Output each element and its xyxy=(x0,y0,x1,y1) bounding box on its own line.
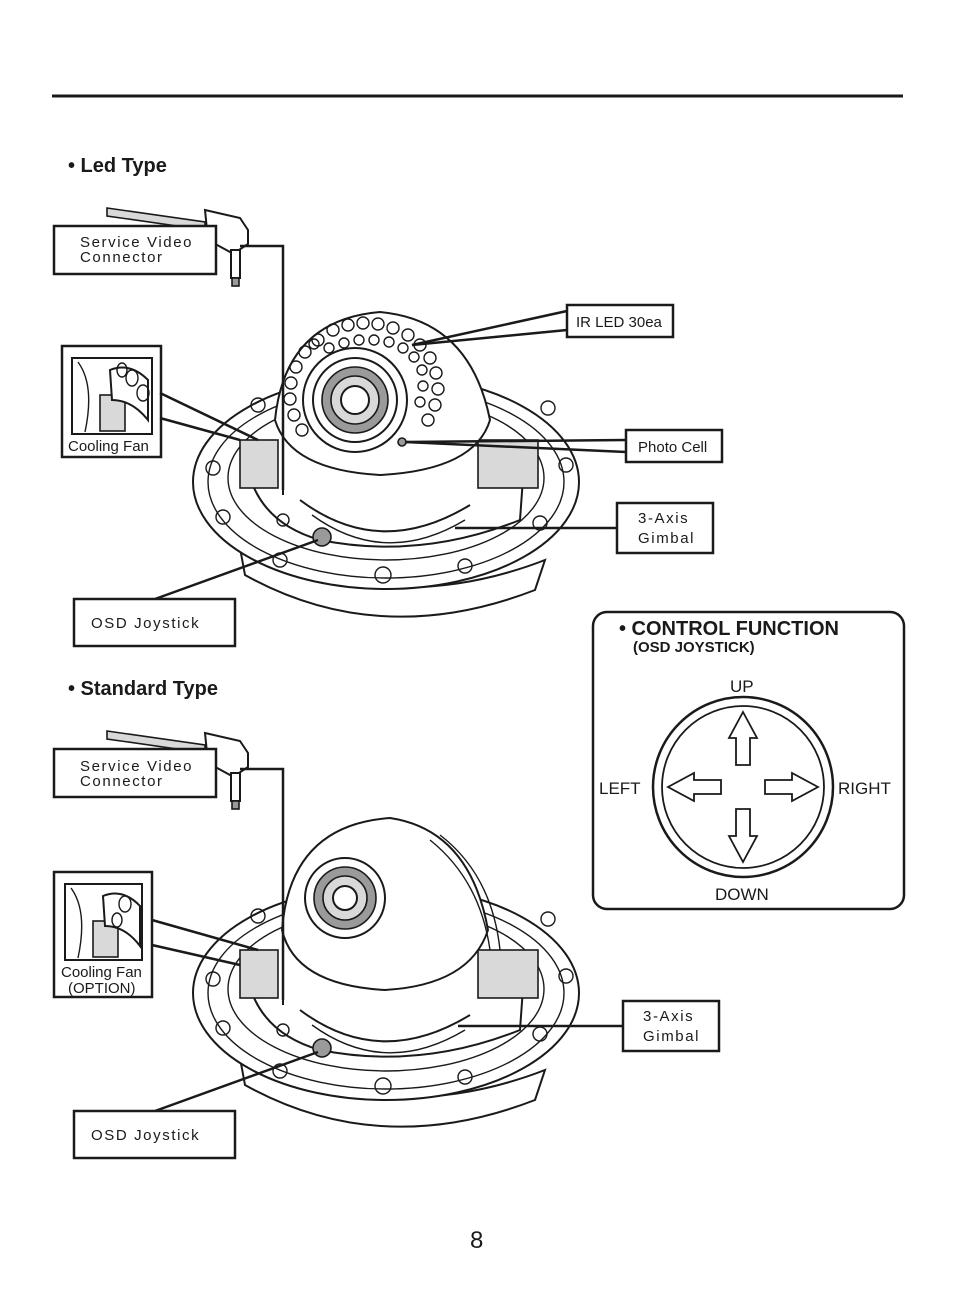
led-connector-leader xyxy=(240,244,285,490)
control-function-subtitle: (OSD JOYSTICK) xyxy=(633,639,755,656)
direction-up-label: UP xyxy=(730,677,754,696)
control-function-title: • CONTROL FUNCTION xyxy=(619,618,839,640)
ir-led-box xyxy=(565,303,675,339)
led-osd-joystick-box xyxy=(72,597,237,648)
arrow-left-icon xyxy=(666,771,722,803)
led-camera-illustration xyxy=(192,310,580,618)
led-type-heading: • Led Type xyxy=(68,155,167,177)
standard-service-video-label-1: Service Video xyxy=(80,758,193,775)
direction-left-label: LEFT xyxy=(599,779,641,798)
led-gimbal-label-1: 3-Axis xyxy=(638,510,689,527)
led-cooling-fan-inset xyxy=(60,344,163,459)
ir-led-dots xyxy=(283,316,445,437)
standard-cooling-fan-inset xyxy=(52,870,154,999)
standard-service-video-box xyxy=(52,747,218,799)
direction-right-label: RIGHT xyxy=(838,779,891,798)
standard-type-heading: • Standard Type xyxy=(68,678,218,700)
standard-camera-illustration xyxy=(192,816,580,1128)
direction-down-label: DOWN xyxy=(715,885,769,904)
standard-gimbal-box xyxy=(621,999,721,1053)
led-service-video-box xyxy=(52,224,218,276)
led-cooling-fan-label: Cooling Fan xyxy=(68,438,149,455)
photo-cell-label: Photo Cell xyxy=(638,439,707,456)
ir-led-label: IR LED 30ea xyxy=(576,314,663,331)
photo-cell-sensor xyxy=(397,437,407,447)
standard-osd-joystick-box xyxy=(72,1109,237,1160)
arrow-up-icon xyxy=(727,710,759,766)
led-osd-joystick-label: OSD Joystick xyxy=(91,615,200,632)
arrow-right-icon xyxy=(764,771,820,803)
standard-service-video-label-2: Connector xyxy=(80,773,164,790)
osd-joystick-knob xyxy=(312,527,332,547)
standard-gimbal-label-2: Gimbal xyxy=(643,1028,700,1045)
standard-osd-joystick-knob xyxy=(312,1038,332,1058)
standard-cooling-fan-label-2: (OPTION) xyxy=(68,980,136,997)
standard-rim-screw-holes xyxy=(205,908,574,1095)
standard-connector-leader xyxy=(240,767,285,1000)
led-service-video-label-1: Service Video xyxy=(80,234,193,251)
joystick-dial xyxy=(651,695,835,879)
page-number: 8 xyxy=(470,1227,483,1254)
arrow-down-icon xyxy=(727,808,759,864)
standard-cooling-fan-label-1: Cooling Fan xyxy=(61,964,142,981)
led-service-video-label-2: Connector xyxy=(80,249,164,266)
led-gimbal-label-2: Gimbal xyxy=(638,530,695,547)
photo-cell-box xyxy=(624,428,724,464)
standard-gimbal-label-1: 3-Axis xyxy=(643,1008,694,1025)
standard-osd-joystick-label: OSD Joystick xyxy=(91,1127,200,1144)
control-function-panel: • CONTROL FUNCTION (OSD JOYSTICK) UP LEF… xyxy=(591,610,906,911)
